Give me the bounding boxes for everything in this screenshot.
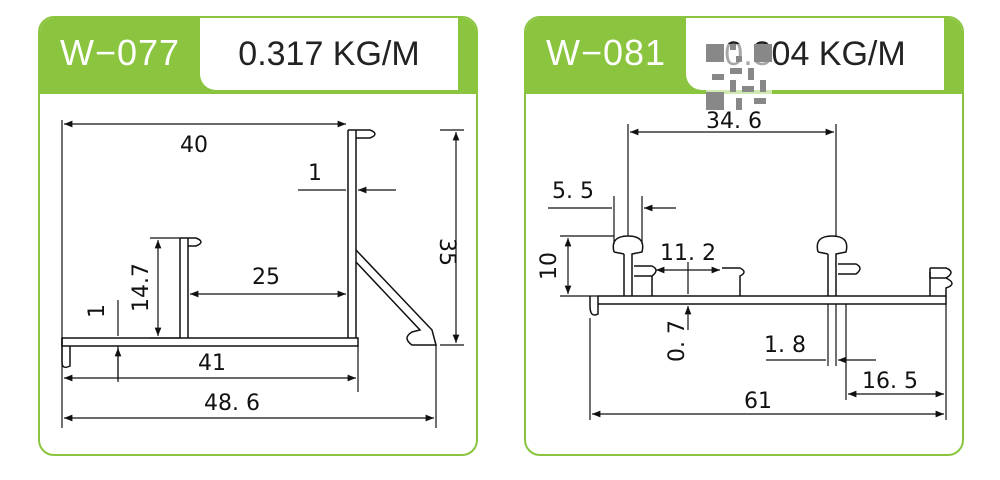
dim-stem: 1. 8 (764, 333, 806, 358)
dimension-lines-w077 (61, 120, 464, 428)
profile-card-w077: W−077 0.317 KG/M (38, 16, 478, 456)
dim-height: 35 (434, 238, 459, 266)
dim-thickness: 0. 7 (665, 320, 690, 362)
dim-rail-width: 5. 5 (552, 179, 594, 204)
profile-weight: 0.317 KG/M (200, 18, 458, 90)
profile-code: W−081 (546, 32, 667, 73)
dim-right-segment: 16. 5 (862, 369, 918, 394)
qr-code-icon (706, 44, 772, 110)
dim-rail-height: 10 (537, 252, 562, 280)
profile-outline-w081 (589, 235, 953, 316)
dim-wall: 1 (308, 161, 322, 186)
dim-slot-height: 14.7 (129, 263, 154, 312)
dim-base-width: 41 (198, 351, 226, 376)
dim-gap: 11. 2 (660, 241, 716, 266)
profile-code: W−077 (60, 32, 181, 73)
card-header: W−077 0.317 KG/M (40, 18, 476, 94)
dim-inner-width: 25 (252, 265, 280, 290)
dim-total-width: 48. 6 (204, 391, 260, 416)
dim-top-width: 40 (180, 133, 208, 158)
dim-rail-spacing: 34. 6 (706, 109, 762, 134)
dim-total-width: 61 (744, 389, 772, 414)
dimension-lines-w081 (548, 124, 947, 420)
dim-base-thickness: 1 (85, 304, 110, 318)
